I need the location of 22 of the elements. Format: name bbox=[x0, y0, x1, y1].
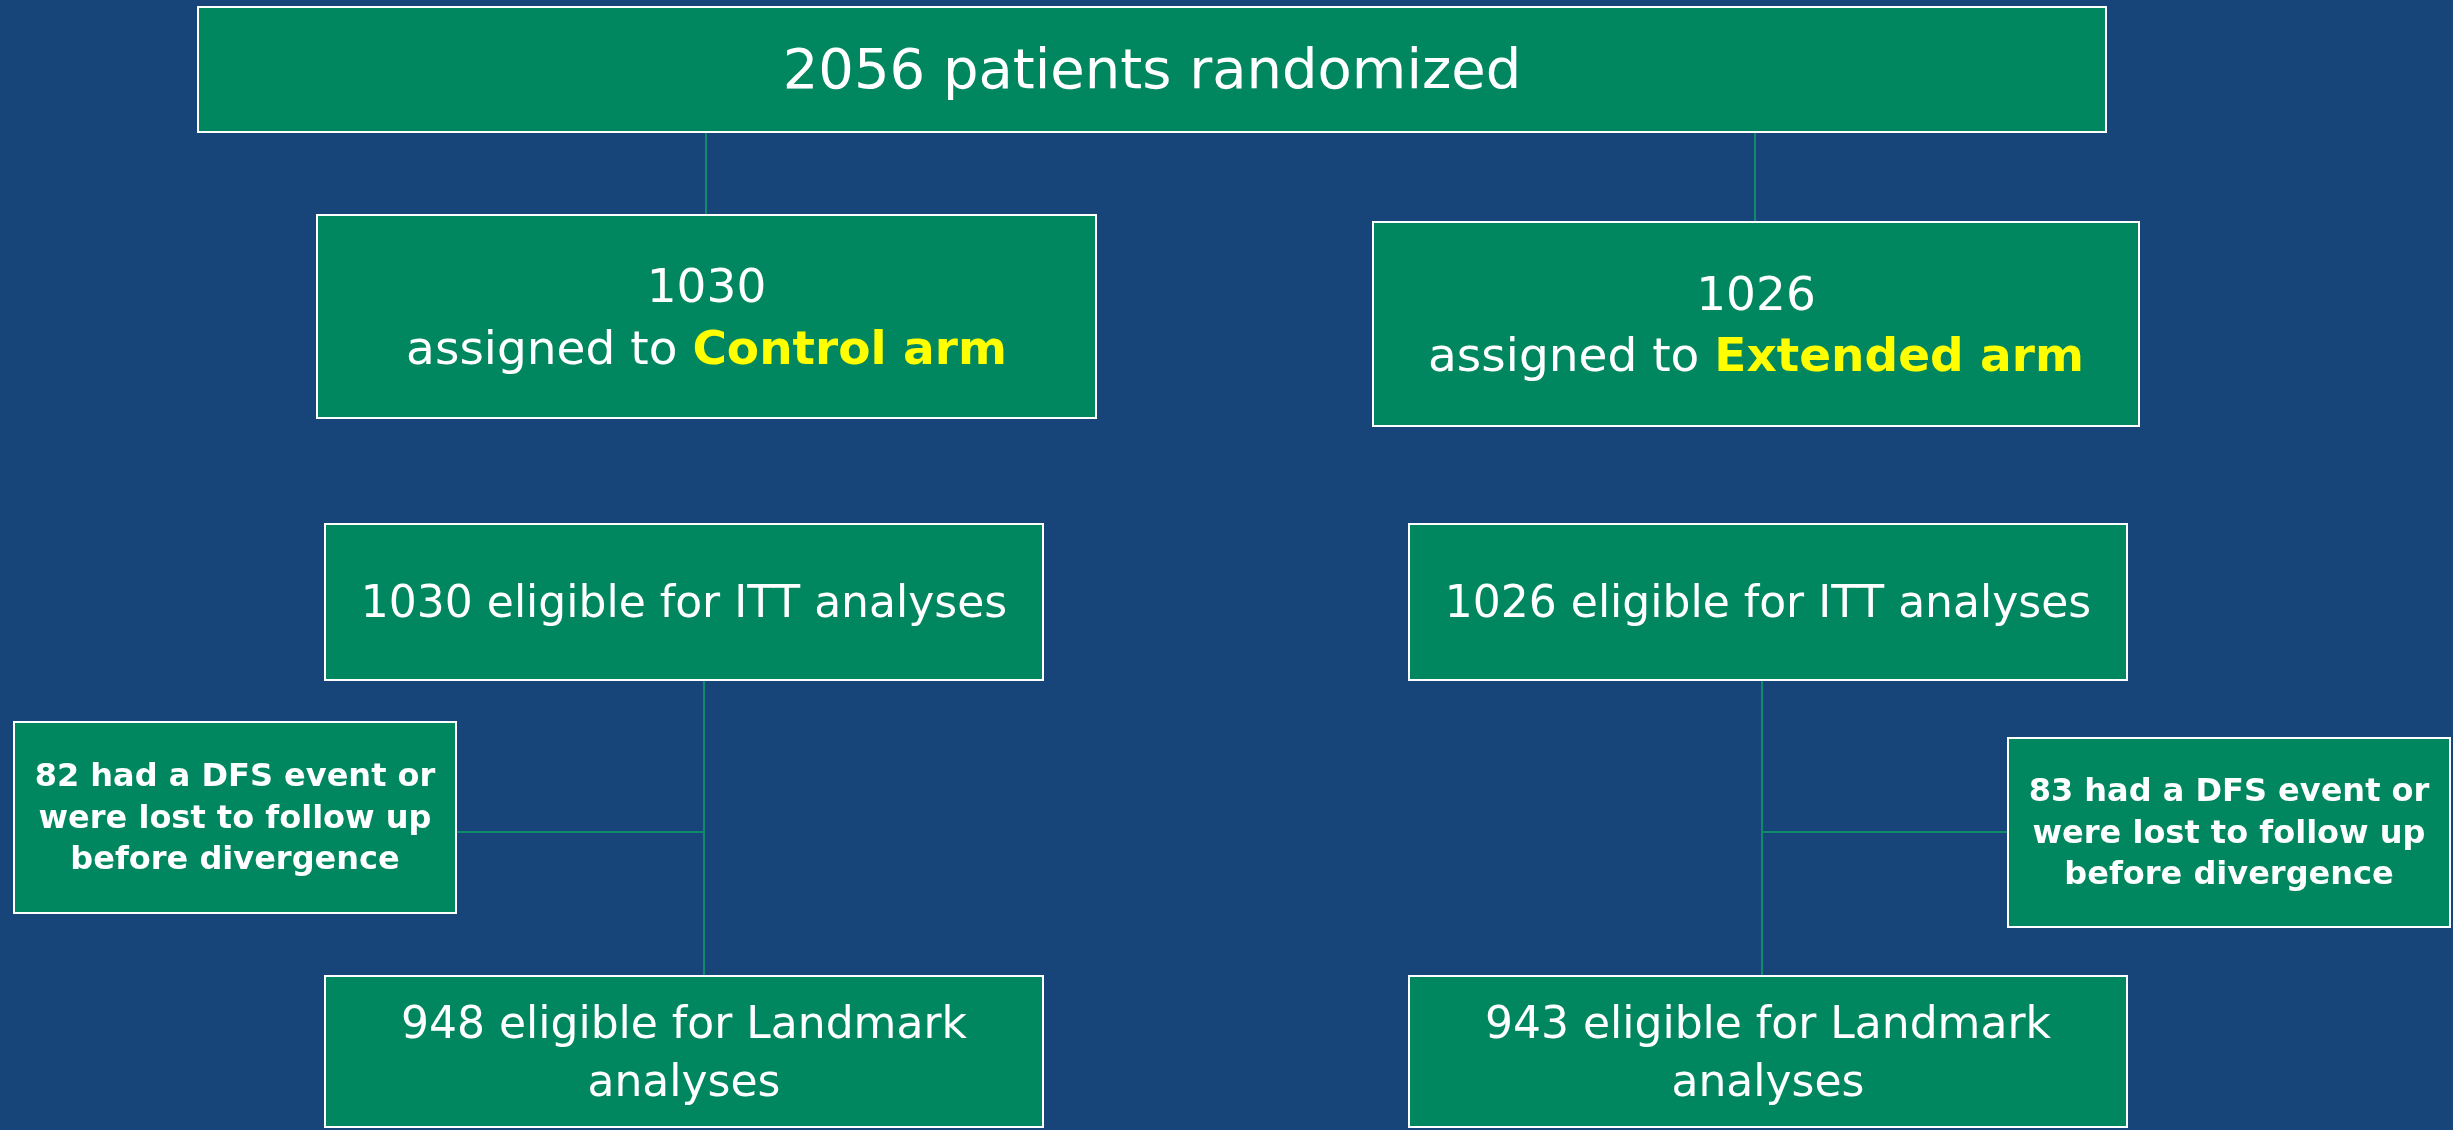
box-text: assigned to Control arm bbox=[406, 318, 1007, 377]
count-label: 1030 bbox=[646, 257, 767, 316]
box-text: 943 eligible for Landmark analyses bbox=[1484, 996, 2052, 1108]
exclusion-box bbox=[2007, 737, 2451, 928]
main-heading-box bbox=[197, 6, 2107, 133]
box-text: 83 had a DFS event or were lost to follow up before divergence bbox=[2027, 770, 2431, 895]
box-text: 1026 eligible for ITT analyses bbox=[1444, 575, 2092, 630]
connector-line bbox=[1754, 132, 1756, 222]
box-text: 82 had a DFS event or were lost to follow up before divergence bbox=[33, 755, 437, 880]
exclusion-box bbox=[13, 721, 457, 914]
count-label: 1026 bbox=[1696, 264, 1816, 323]
arm-box bbox=[1372, 221, 2140, 427]
box-text: 1030 eligible for ITT analyses bbox=[360, 575, 1008, 630]
box-text: 2056 patients randomized bbox=[782, 35, 1522, 104]
process-box bbox=[1408, 523, 2128, 681]
process-box bbox=[324, 523, 1044, 681]
box-text: assigned to Extended arm bbox=[1428, 326, 2084, 384]
process-box bbox=[1408, 975, 2128, 1128]
arm-box bbox=[316, 214, 1097, 419]
box-text: 948 eligible for Landmark analyses bbox=[400, 996, 968, 1108]
connector-line bbox=[705, 132, 707, 215]
process-box bbox=[324, 975, 1044, 1128]
